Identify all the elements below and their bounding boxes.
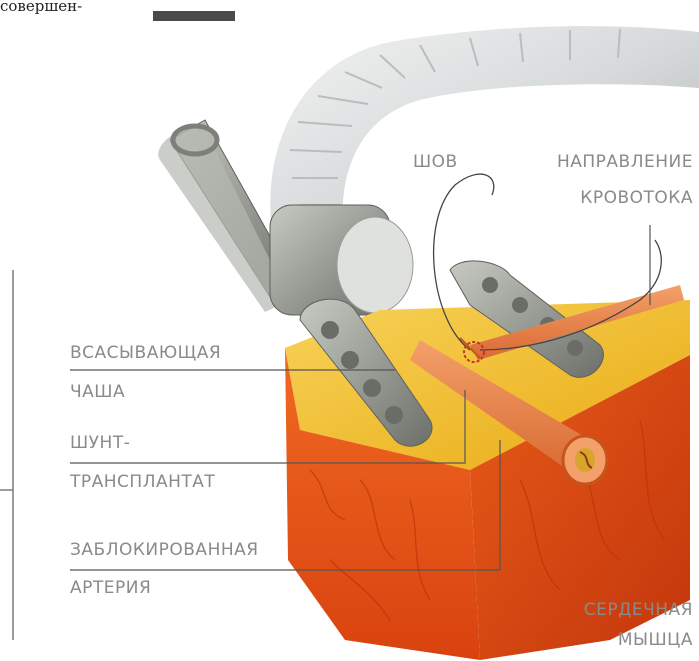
label-graft-line1: ШУНТ- — [70, 433, 130, 453]
label-flow-direction-line1: НАПРАВЛЕНИЕ — [557, 152, 693, 172]
label-graft-line2: ТРАНСПЛАНТАТ — [70, 472, 215, 492]
label-suction-cup-line2: ЧАША — [70, 382, 125, 402]
label-heart-muscle-line2: МЫШЦА — [618, 630, 693, 650]
label-blocked-artery-line1: ЗАБЛОКИРОВАННАЯ — [70, 540, 259, 560]
label-blocked-artery-line2: АРТЕРИЯ — [70, 578, 151, 598]
label-suction-cup-line1: ВСАСЫВАЮЩАЯ — [70, 343, 221, 363]
label-flow-direction-line2: КРОВОТОКА — [580, 188, 693, 208]
label-suture: ШОВ — [413, 152, 458, 172]
bracket-line — [0, 270, 13, 640]
label-heart-muscle-line1: СЕРДЕЧНАЯ — [584, 600, 693, 620]
clamp-housing — [270, 205, 413, 315]
